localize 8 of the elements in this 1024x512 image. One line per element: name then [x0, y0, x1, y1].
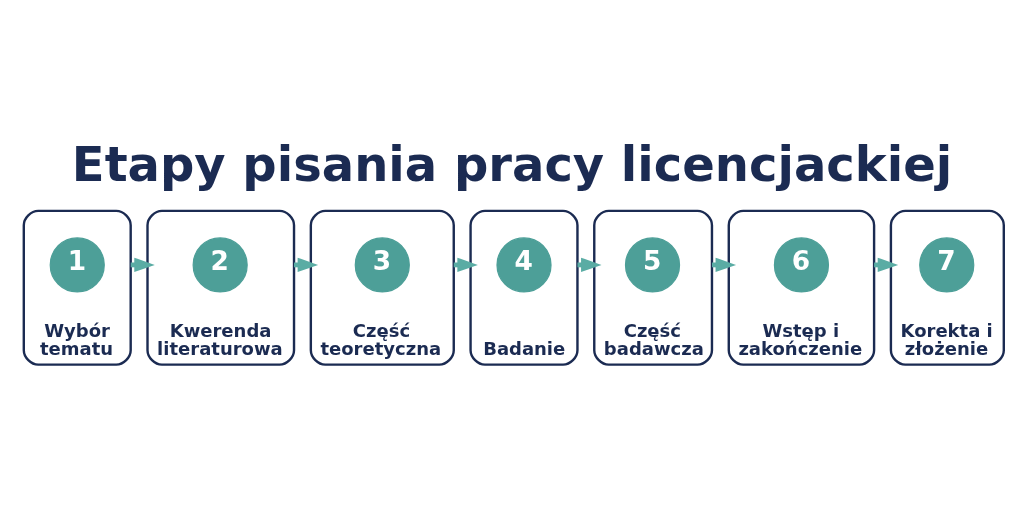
- node-circle: 1: [49, 236, 105, 293]
- node-circle: 3: [354, 236, 410, 293]
- node-circle: 6: [773, 236, 830, 293]
- node-circle: 7: [919, 236, 975, 293]
- diagram-title: Etapy pisania pracy licencjackiej: [71, 135, 953, 192]
- node-circle: 4: [496, 236, 552, 293]
- node-circle: 5: [624, 236, 681, 293]
- node-circle: 2: [192, 236, 248, 293]
